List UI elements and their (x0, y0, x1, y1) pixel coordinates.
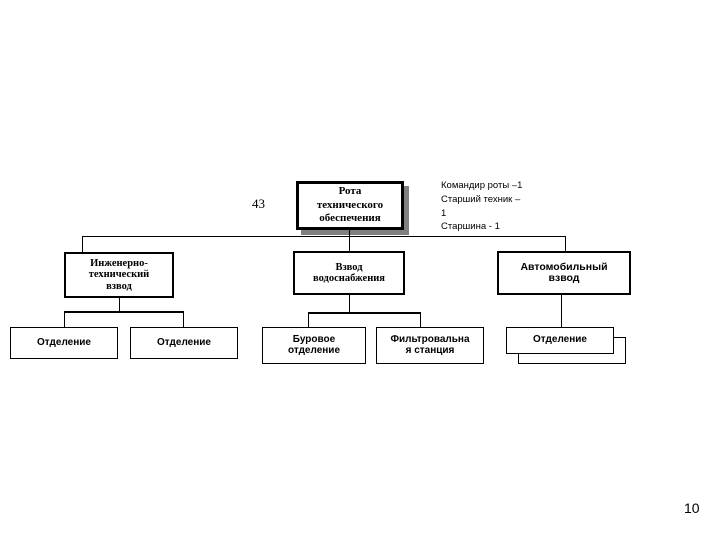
connector-bus-to-motor (565, 236, 566, 251)
connector-engineering-bus (64, 311, 184, 313)
connector-water-stem (349, 295, 350, 313)
page-number: 10 (684, 500, 700, 516)
org-node-root[interactable]: Рота технического обеспечения (296, 181, 404, 230)
staffing-annotation: Командир роты –1 Старший техник – 1 Стар… (441, 180, 523, 233)
connector-water-bus (308, 312, 421, 314)
connector-water-to-drilling (308, 312, 309, 327)
connector-level2-bus (82, 236, 566, 237)
connector-water-to-filter (420, 312, 421, 327)
connector-bus-to-engineering (82, 236, 83, 252)
connector-root-stem (349, 230, 350, 237)
org-node-filtration-station[interactable]: Фильтровальна я станция (376, 327, 484, 364)
org-node-engineering-squad-2[interactable]: Отделение (130, 327, 238, 359)
org-node-drilling-squad[interactable]: Буровое отделение (262, 327, 366, 364)
org-node-motor-platoon[interactable]: Автомобильный взвод (497, 251, 631, 295)
connector-bus-to-water (349, 236, 350, 251)
org-node-engineering-platoon[interactable]: Инженерно- технический взвод (64, 252, 174, 298)
org-node-engineering-squad-1[interactable]: Отделение (10, 327, 118, 359)
connector-motor-to-squad (561, 295, 562, 327)
org-node-water-supply-platoon[interactable]: Взвод водоснабжения (293, 251, 405, 295)
connector-engineering-to-squad-2 (183, 311, 184, 327)
slide-index-label: 43 (252, 196, 265, 211)
org-node-motor-squad[interactable]: Отделение (506, 327, 614, 354)
connector-engineering-to-squad-1 (64, 311, 65, 327)
connector-engineering-stem (119, 298, 120, 312)
